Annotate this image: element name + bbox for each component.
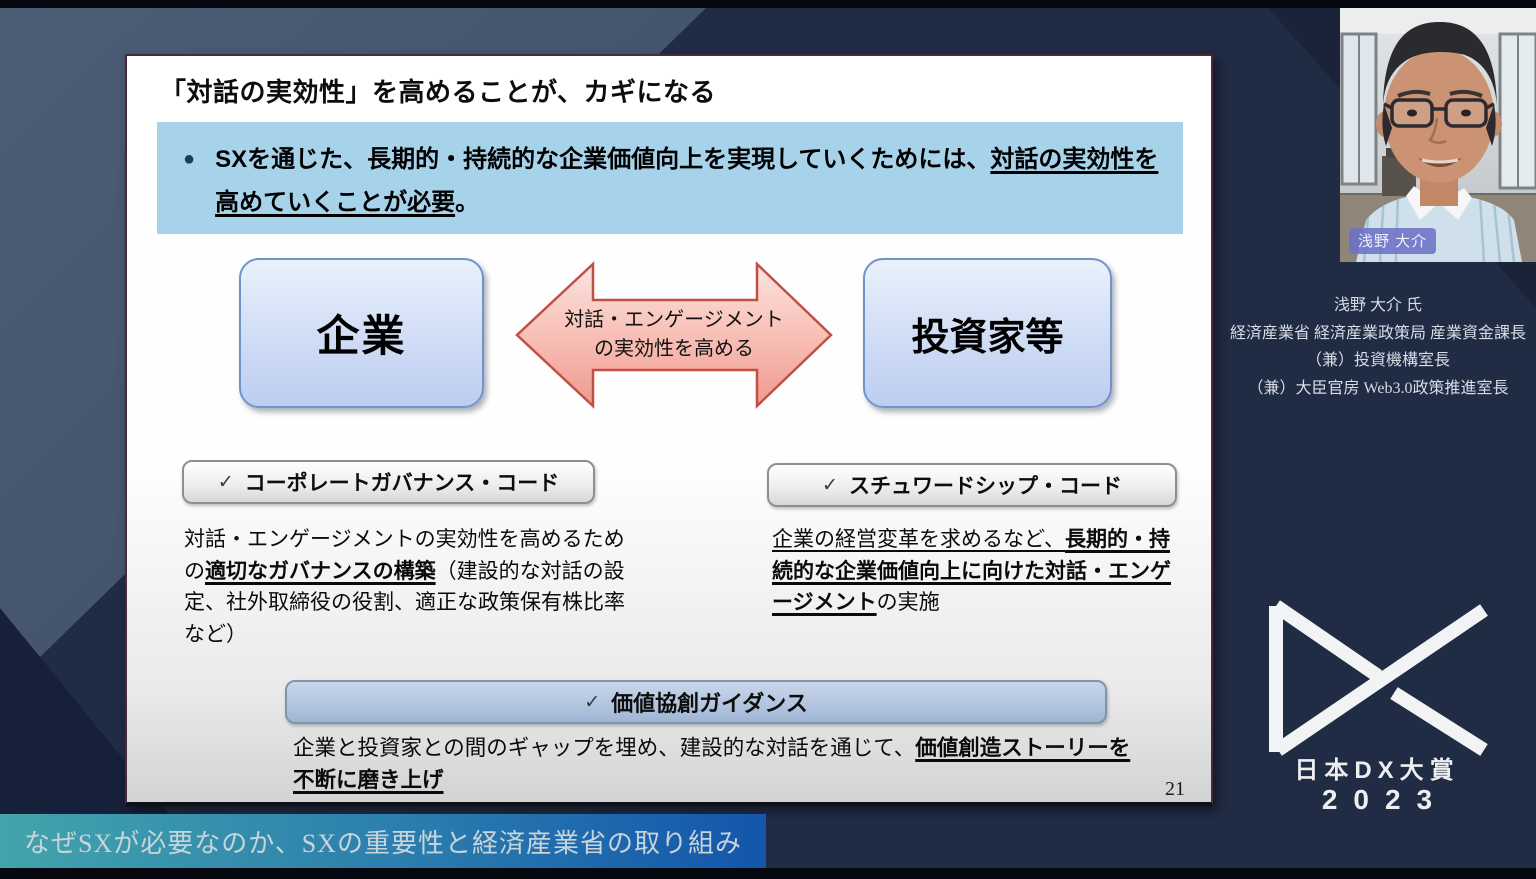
speaker-title-line2: （兼）投資機構室長 <box>1305 352 1450 370</box>
speaker-info: 浅野 大介 氏 経済産業省 経済産業政策局 産業資金課長 （兼）投資機構室長 （… <box>1220 292 1536 402</box>
key-message-suffix: 。 <box>455 188 480 216</box>
guidance-body-pre: 企業と投資家との間のギャップを埋め、建設的な対話を通じて、 <box>293 736 916 760</box>
governance-code-pill: ✓ コーポレートガバナンス・コード <box>182 460 595 504</box>
governance-body-pre: 対話・エンゲージメントの実効性を高めるための <box>184 528 625 583</box>
webcam-name-tag: 浅野 大介 <box>1349 228 1437 254</box>
dx-logo-icon <box>1269 600 1488 756</box>
guidance-label: 価値協創ガイダンス <box>611 691 808 716</box>
speaker-name: 浅野 大介 氏 <box>1333 297 1422 314</box>
guidance-pill: ✓ 価値協創ガイダンス <box>285 680 1107 724</box>
arrow-caption-line2: の実効性を高める <box>594 338 754 360</box>
check-icon: ✓ <box>217 471 234 493</box>
stewardship-body-emphasis: 長期的・持続的な企業価値向上に向けた対話・エンゲージメント <box>772 528 1171 614</box>
session-caption-text: なぜSXが必要なのか、SXの重要性と経済産業省の取り組み <box>24 828 742 858</box>
arrow-caption: 対話・エンゲージメント の実効性を高める <box>513 256 835 414</box>
check-icon: ✓ <box>584 691 601 713</box>
person-avatar <box>1340 8 1536 262</box>
key-message-box: ● SXを通じた、長期的・持続的な企業価値向上を実現していくためには、対話の実効… <box>157 122 1183 234</box>
speaker-title-line3: （兼）大臣官房 Web3.0政策推進室長 <box>1247 379 1509 397</box>
key-message-emphasis: 対話の実効性を高めていくことが必要 <box>215 146 1159 216</box>
governance-code-body: 対話・エンゲージメントの実効性を高めるための適切なガバナンスの構築（建設的な対話… <box>184 524 634 650</box>
governance-body-emphasis: 適切なガバナンスの構築 <box>205 559 436 583</box>
stewardship-body-post: の実施 <box>876 591 940 614</box>
stewardship-code-body: 企業の経営変革を求めるなど、長期的・持続的な企業価値向上に向けた対話・エンゲージ… <box>772 524 1186 619</box>
stewardship-body-pre: 企業の経営変革を求めるなど、 <box>772 528 1065 551</box>
check-icon: ✓ <box>822 474 838 496</box>
governance-code-label: コーポレートガバナンス・コード <box>244 472 560 495</box>
key-message-text: SXを通じた、長期的・持続的な企業価値向上を実現していくためには、対話の実効性を… <box>215 139 1159 224</box>
webcam-video <box>1340 8 1536 262</box>
key-message-normal: SXを通じた、長期的・持続的な企業価値向上を実現していくためには、 <box>215 146 991 173</box>
speaker-title-line1: 経済産業省 経済産業政策局 産業資金課長 <box>1229 324 1526 342</box>
dx-logo-title: 日本DX大賞 <box>1294 757 1460 784</box>
stewardship-code-pill: ✓ スチュワードシップ・コード <box>767 463 1177 507</box>
investor-box: 投資家等 <box>863 258 1112 408</box>
guidance-body: 企業と投資家との間のギャップを埋め、建設的な対話を通じて、価値創造ストーリーを不… <box>293 732 1141 797</box>
governance-body-post: （建設的な対話の設定、社外取締役の役割、適正な政策保有株比率など） <box>184 559 625 646</box>
session-caption-bar: なぜSXが必要なのか、SXの重要性と経済産業省の取り組み <box>0 814 766 868</box>
dx-logo-year: 2023 <box>1321 784 1449 815</box>
double-arrow-icon: 対話・エンゲージメント の実効性を高める <box>513 256 835 414</box>
guidance-body-emphasis: 価値創造ストーリーを不断に磨き上げ <box>293 736 1131 793</box>
slide-title: 「対話の実効性」を高めることが、カギになる <box>160 77 716 107</box>
company-box: 企業 <box>239 258 484 408</box>
arrow-caption-line1: 対話・エンゲージメント <box>564 309 784 331</box>
presentation-slide: 「対話の実効性」を高めることが、カギになる ● SXを通じた、長期的・持続的な企… <box>125 54 1213 806</box>
page-number: 21 <box>1165 778 1185 800</box>
bullet-icon: ● <box>183 148 196 170</box>
stewardship-code-label: スチュワードシップ・コード <box>848 475 1122 498</box>
double-arrow-shape <box>515 261 833 409</box>
